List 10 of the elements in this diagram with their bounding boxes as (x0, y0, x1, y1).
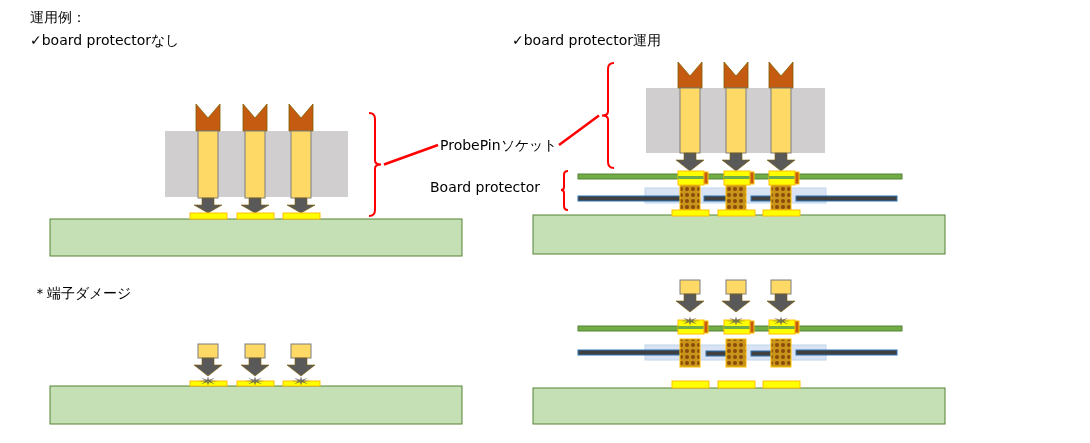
note: ＊端子ダメージ (33, 284, 131, 302)
section-heading: ✓board protectorなし (30, 31, 180, 49)
curly-bracket (601, 62, 615, 169)
section-heading: ✓board protector運用 (512, 31, 662, 49)
curly-bracket (368, 112, 382, 217)
part-label: ProbePinソケット (440, 136, 557, 154)
part-label: Board protector (430, 178, 541, 196)
leader-line (383, 143, 439, 166)
leader-line (558, 114, 600, 146)
heading: 運用例： (30, 8, 86, 26)
